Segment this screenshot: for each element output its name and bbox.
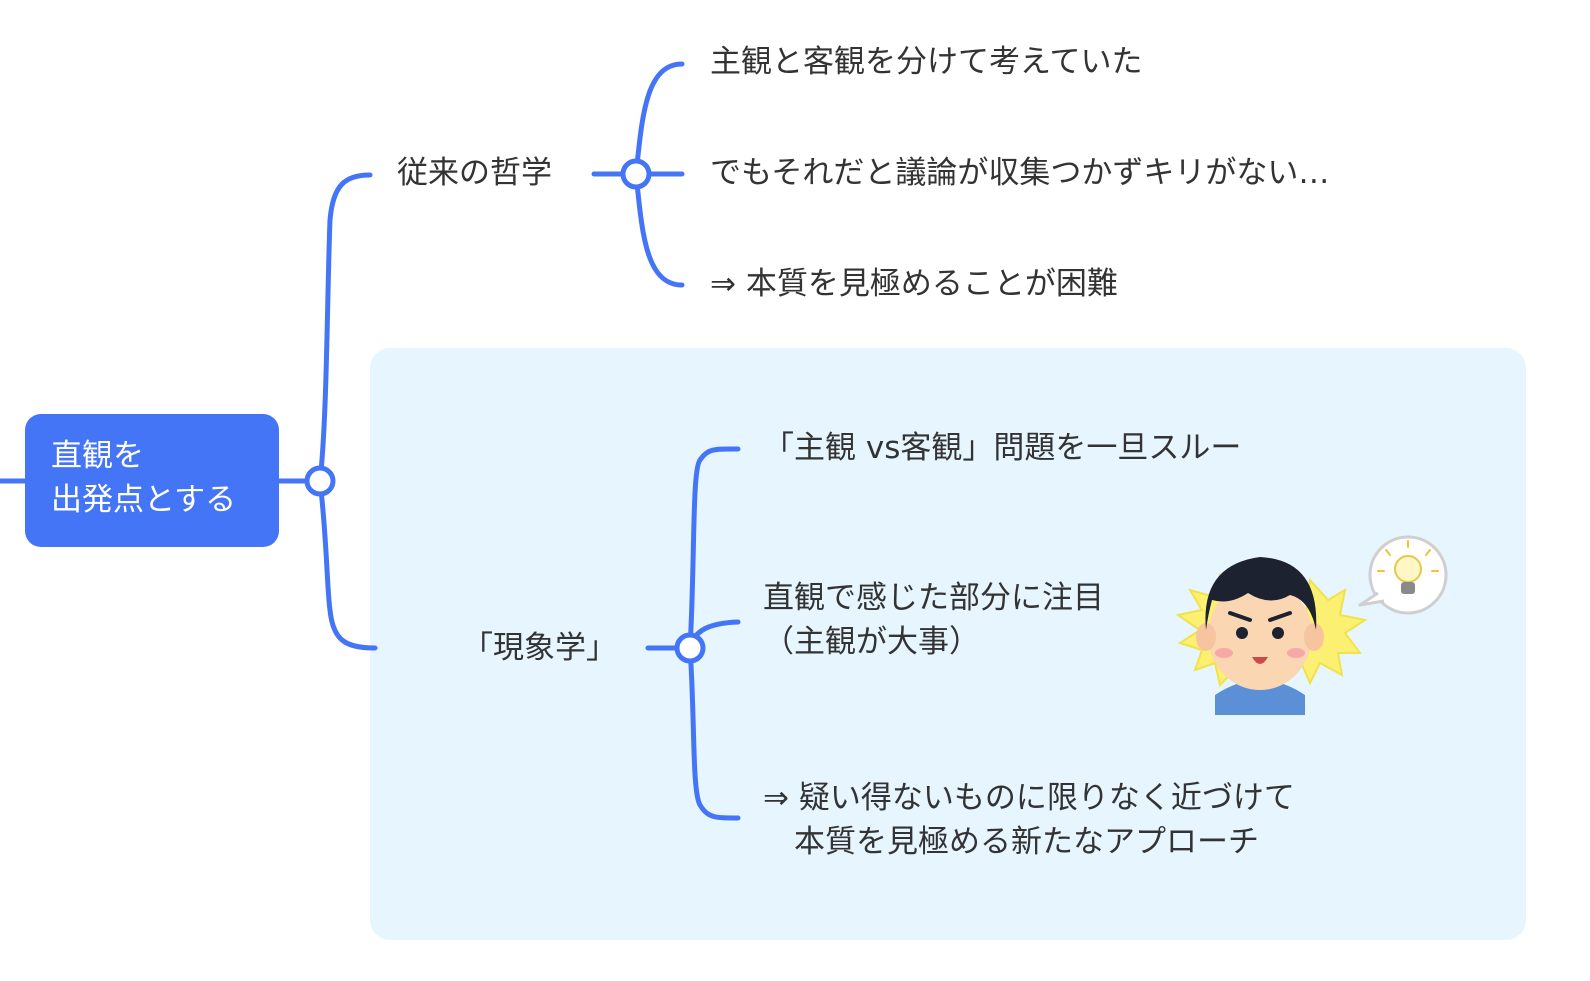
- shirt-shape: [1215, 680, 1305, 715]
- right-ear: [1304, 623, 1324, 651]
- child-line-t1: [633, 61, 685, 177]
- root-node-line2: 出発点とする: [51, 482, 237, 518]
- child-line-p3: [687, 645, 741, 821]
- node-new-approach-line1: ⇒ 疑い得ないものに限りなく近づけて: [763, 780, 1295, 816]
- root-node[interactable]: 直観を 出発点とする: [25, 414, 279, 547]
- node-focus-intuition-line1: 直観で感じた部分に注目: [763, 580, 1104, 616]
- lightbulb-base: [1401, 582, 1415, 594]
- lightbulb-rays: [1377, 540, 1439, 572]
- left-eye: [1236, 627, 1248, 639]
- root-node-connector-dot: [304, 465, 336, 497]
- right-cheek: [1287, 648, 1305, 658]
- node-essence-difficult[interactable]: ⇒ 本質を見極めることが困難: [710, 266, 1118, 302]
- face-shape: [1208, 580, 1312, 690]
- traditional-connector-dot: [620, 158, 652, 190]
- node-phenomenology[interactable]: 「現象学」: [462, 630, 617, 666]
- left-cheek: [1215, 648, 1233, 658]
- right-eye: [1272, 627, 1284, 639]
- mouth-shape: [1252, 657, 1268, 664]
- node-skip-subject-object[interactable]: 「主観 vs客観」問題を一旦スルー: [763, 426, 1241, 470]
- node-focus-intuition[interactable]: 直観で感じた部分に注目 （主観が大事）: [763, 576, 1104, 664]
- child-line-p1: [687, 446, 741, 651]
- node-endless-debate[interactable]: でもそれだと議論が収集つかずキリがない…: [710, 155, 1330, 191]
- phenomenology-connector-dot: [674, 632, 706, 664]
- root-node-line1: 直観を: [51, 438, 144, 474]
- node-new-approach[interactable]: ⇒ 疑い得ないものに限りなく近づけて 本質を見極める新たなアプローチ: [763, 776, 1295, 864]
- left-brow: [1228, 611, 1252, 622]
- node-subject-object-split[interactable]: 主観と客観を分けて考えていた: [710, 44, 1143, 80]
- person-lightbulb-idea-icon: [1175, 535, 1448, 715]
- node-skip-subject-object-line1: 「主観 vs客観」問題を一旦スルー: [763, 430, 1242, 466]
- right-brow: [1268, 611, 1292, 622]
- thought-bubble-tail: [1358, 591, 1385, 607]
- child-line-t3: [633, 171, 685, 288]
- starburst-shape-right: [1298, 577, 1368, 686]
- lightbulb-glass: [1394, 555, 1422, 583]
- branch-line-traditional: [317, 172, 373, 484]
- node-traditional-philosophy[interactable]: 従来の哲学: [397, 155, 552, 191]
- node-new-approach-line2: 本質を見極める新たなアプローチ: [763, 824, 1259, 860]
- branch-line-phenomenology: [317, 478, 378, 651]
- hair-shape: [1205, 557, 1317, 630]
- left-ear: [1196, 623, 1216, 651]
- node-focus-intuition-line2: （主観が大事）: [763, 624, 980, 660]
